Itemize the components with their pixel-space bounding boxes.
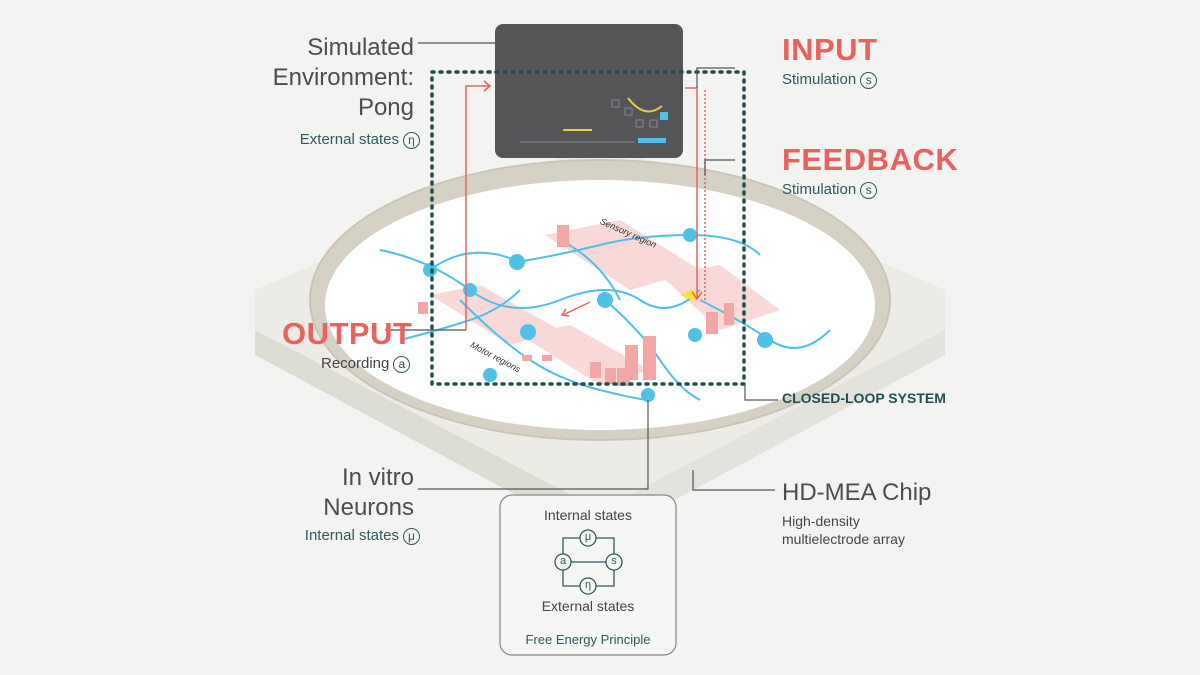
fep-box (499, 494, 677, 656)
activity-bars (418, 225, 734, 386)
label-text: Stimulation (782, 181, 857, 198)
eta-symbol: η (403, 131, 420, 149)
s-symbol: s (860, 181, 878, 199)
neurons-title-line: Neurons (323, 494, 414, 521)
closed-loop-label: CLOSED-LOOP SYSTEM (782, 390, 946, 406)
fep-node-a: a (559, 555, 567, 567)
fep-internal-states: Internal states (544, 507, 632, 523)
label-text: External states (299, 131, 399, 148)
leader-lines (385, 42, 778, 491)
fep-caption: Free Energy Principle (525, 632, 651, 647)
neuron-bodies (423, 228, 773, 402)
a-symbol: a (393, 355, 411, 373)
environment-title-line: Simulated (307, 34, 414, 61)
environment-title-line: Pong (357, 94, 414, 121)
chip-description-line: multielectrode array (782, 531, 905, 547)
chip-description-line: High-density (782, 513, 860, 529)
chip-description: High-density multielectrode array (782, 512, 905, 548)
pong-ball (660, 112, 668, 120)
label-text: Recording (321, 355, 390, 372)
neurons-title: In vitro Neurons (323, 463, 414, 523)
neurons-title-line: In vitro (341, 464, 414, 491)
pong-paddle (638, 138, 666, 143)
output-title: OUTPUT (282, 316, 413, 351)
pong-screen (495, 24, 683, 158)
fep-node-eta: η (584, 579, 592, 591)
label-text: Internal states (304, 527, 399, 544)
fep-node-mu: μ (584, 531, 592, 543)
environment-title: Simulated Environment: Pong (273, 33, 414, 123)
chip-title: HD-MEA Chip (782, 479, 932, 506)
feedback-title: FEEDBACK (782, 142, 959, 177)
environment-title-line: Environment: (272, 64, 414, 91)
ball-trajectory (627, 97, 663, 113)
s-symbol: s (860, 71, 878, 89)
label-text: Stimulation (782, 71, 857, 88)
mu-symbol: μ (403, 527, 420, 545)
input-title: INPUT (782, 32, 878, 67)
neuron-network (379, 233, 831, 401)
fep-node-s: s (611, 555, 617, 567)
fep-external-states: External states (541, 598, 635, 614)
